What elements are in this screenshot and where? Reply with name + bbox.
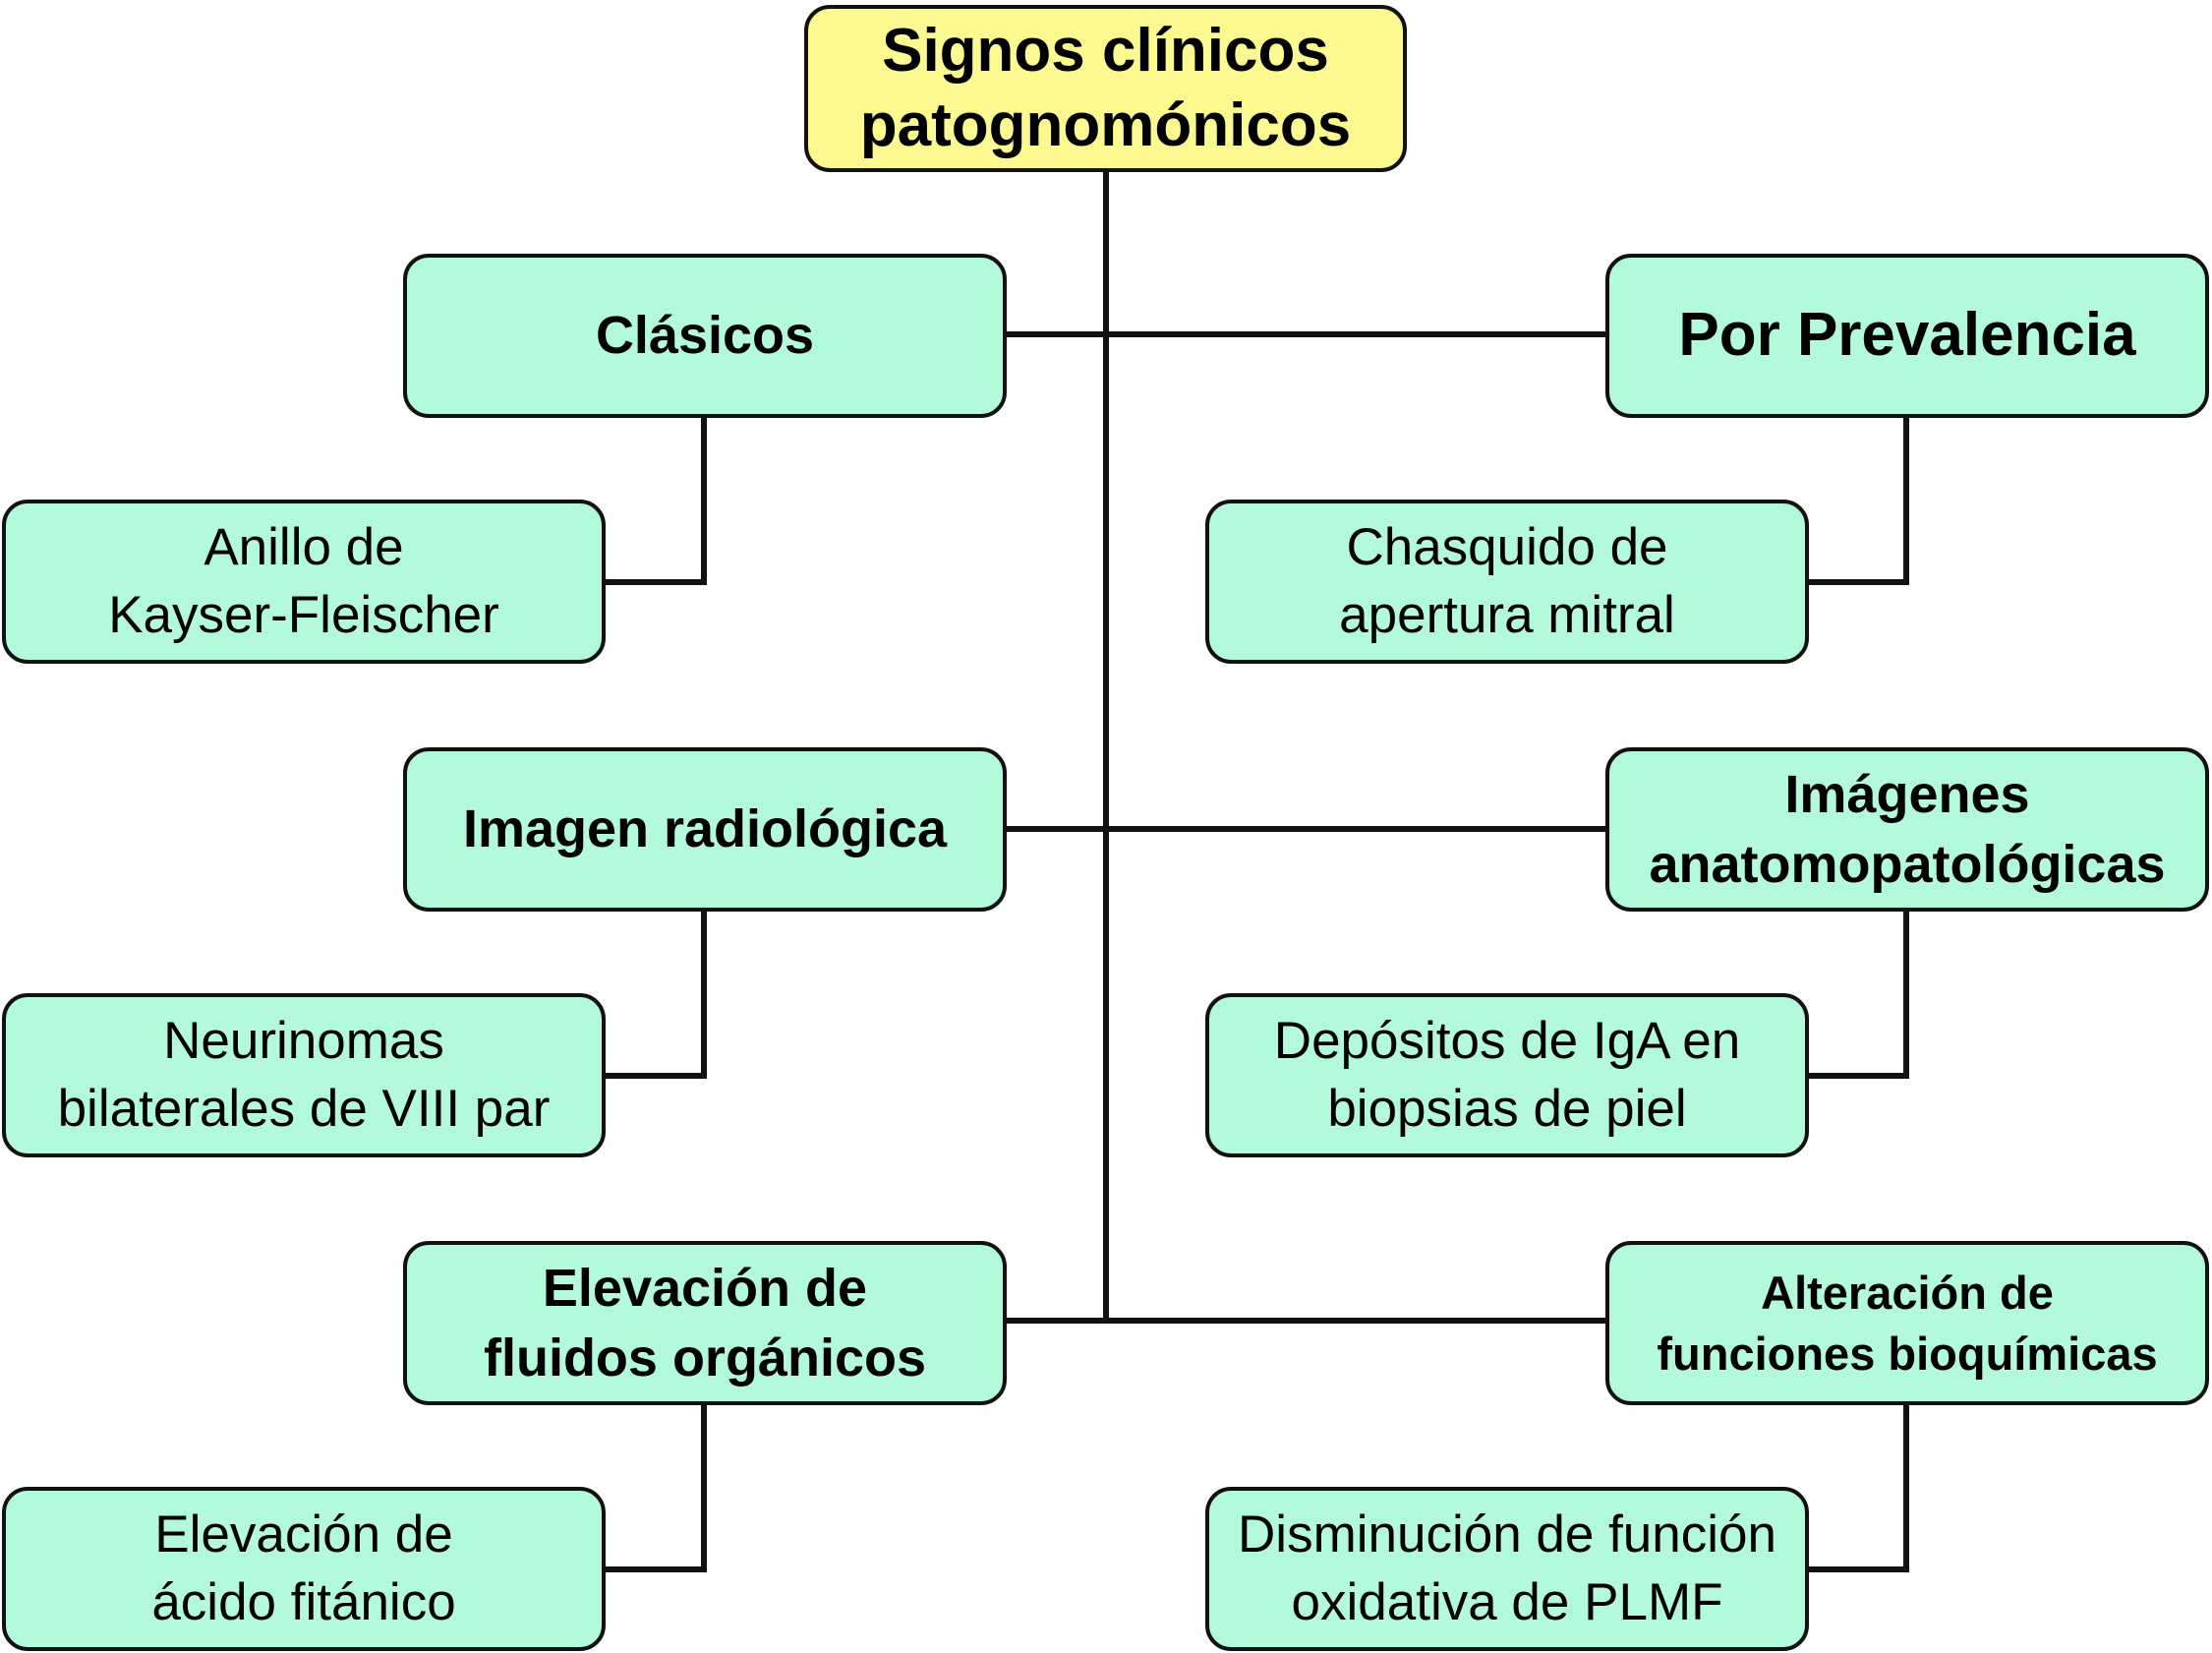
category-label-line-2: anatomopatológicas bbox=[1649, 834, 2166, 894]
example-label-line-2: bilaterales de VIII par bbox=[57, 1079, 551, 1138]
category-elevacion-fluidos: Elevación de fluidos orgánicos bbox=[403, 1241, 1007, 1405]
root-node: Signos clínicos patognomónicos bbox=[804, 5, 1407, 172]
category-label-line-1: Imágenes bbox=[1784, 765, 2030, 825]
example-label-line-1: Depósitos de IgA en bbox=[1273, 1011, 1741, 1070]
example-label-line-2: biopsias de piel bbox=[1327, 1079, 1687, 1138]
category-label: Clásicos bbox=[595, 306, 815, 366]
connector-c3-down bbox=[701, 912, 707, 1079]
root-label: Signos clínicos patognomónicos bbox=[860, 14, 1351, 162]
connector-c2-down bbox=[1903, 418, 1909, 585]
example-label-line-1: Neurinomas bbox=[163, 1011, 444, 1070]
example-label-line-2: oxidativa de PLMF bbox=[1291, 1572, 1723, 1631]
connector-c1-down bbox=[701, 418, 707, 585]
connector-c6-left bbox=[1809, 1566, 1909, 1572]
example-label-line-1: Chasquido de bbox=[1346, 517, 1668, 576]
connector-trunk bbox=[1103, 172, 1109, 1324]
connector-c4-left bbox=[1809, 1073, 1909, 1079]
connector-c2-left bbox=[1809, 579, 1909, 585]
example-neurinomas: Neurinomas bilaterales de VIII par bbox=[2, 993, 606, 1157]
example-label-line-2: apertura mitral bbox=[1339, 585, 1675, 644]
connector-c4-down bbox=[1903, 912, 1909, 1079]
category-imagenes-anatomopatologicas: Imágenes anatomopatológicas bbox=[1605, 747, 2209, 912]
category-label-line-1: Elevación de bbox=[542, 1259, 868, 1319]
connector-row3 bbox=[1007, 1318, 1605, 1324]
example-funcion-oxidativa: Disminución de función oxidativa de PLMF bbox=[1205, 1487, 1809, 1651]
category-label-line-1: Alteración de bbox=[1761, 1267, 2054, 1320]
category-por-prevalencia: Por Prevalencia bbox=[1605, 254, 2209, 418]
category-label: Por Prevalencia bbox=[1678, 301, 2136, 370]
connector-row1 bbox=[1007, 331, 1605, 337]
connector-c6-down bbox=[1903, 1405, 1909, 1572]
example-acido-fitanico: Elevación de ácido fitánico bbox=[2, 1487, 606, 1651]
root-label-line-1: Signos clínicos bbox=[882, 17, 1329, 86]
category-label-line-2: fluidos orgánicos bbox=[483, 1328, 927, 1387]
category-label-line-2: funciones bioquímicas bbox=[1657, 1327, 2158, 1380]
example-label-line-1: Elevación de bbox=[154, 1505, 453, 1564]
connector-c1-left bbox=[606, 579, 707, 585]
connector-row2 bbox=[1007, 826, 1605, 832]
category-clasicos: Clásicos bbox=[403, 254, 1007, 418]
example-label-line-1: Disminución de función bbox=[1238, 1505, 1776, 1564]
root-label-line-2: patognomónicos bbox=[859, 91, 1352, 159]
example-label-line-2: ácido fitánico bbox=[151, 1572, 456, 1631]
connector-c3-left bbox=[606, 1073, 707, 1079]
example-kayser-fleischer: Anillo de Kayser-Fleischer bbox=[2, 500, 606, 664]
example-label-line-2: Kayser-Fleischer bbox=[108, 585, 499, 644]
category-imagen-radiologica: Imagen radiológica bbox=[403, 747, 1007, 912]
example-depositos-iga: Depósitos de IgA en biopsias de piel bbox=[1205, 993, 1809, 1157]
example-label-line-1: Anillo de bbox=[204, 517, 404, 576]
category-label: Imagen radiológica bbox=[462, 799, 948, 859]
example-chasquido-mitral: Chasquido de apertura mitral bbox=[1205, 500, 1809, 664]
connector-c5-left bbox=[606, 1566, 707, 1572]
connector-c5-down bbox=[701, 1405, 707, 1572]
category-alteracion-funciones: Alteración de funciones bioquímicas bbox=[1605, 1241, 2209, 1405]
